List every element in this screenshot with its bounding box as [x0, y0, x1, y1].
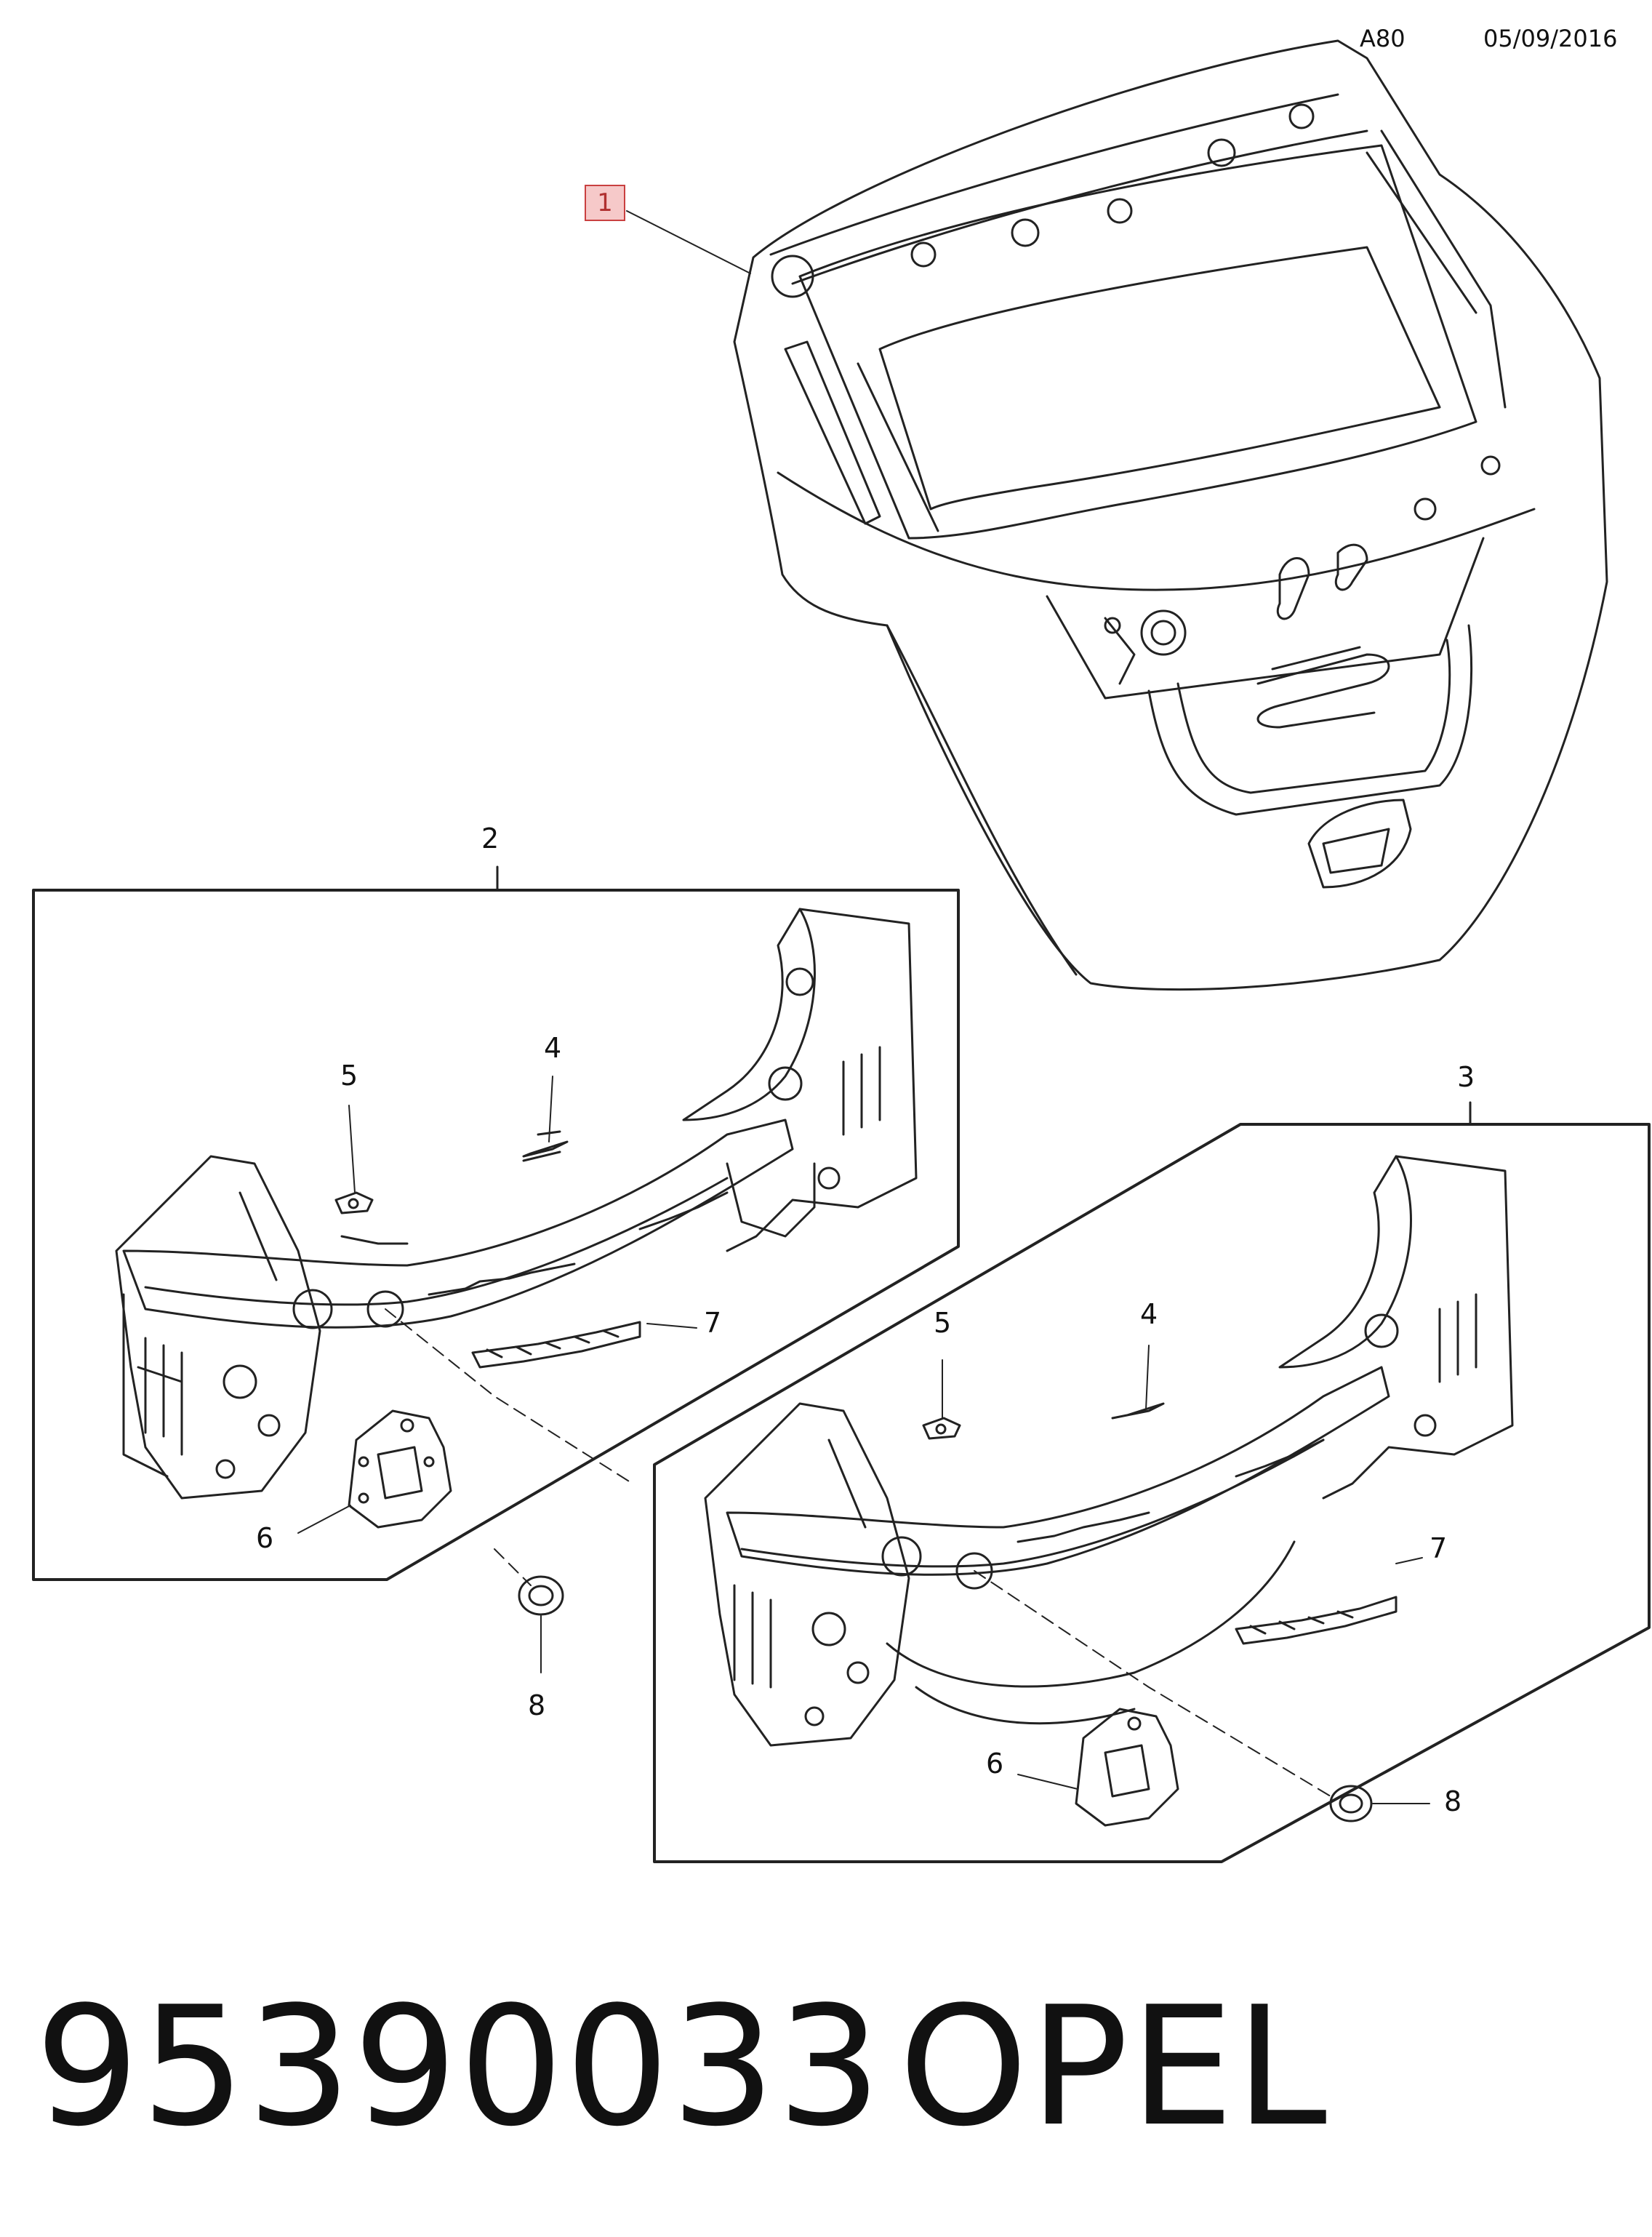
callout-3[interactable]: 3	[1457, 1061, 1475, 1093]
part-number: 95390033	[35, 1972, 883, 2163]
callout-7b[interactable]: 7	[1430, 1532, 1448, 1564]
leader-1	[626, 210, 751, 274]
grommet-8b	[1329, 1785, 1373, 1822]
exploded-parts-drawing	[32, 39, 1651, 1863]
callout-4b[interactable]: 4	[1140, 1298, 1158, 1330]
callout-8a[interactable]: 8	[528, 1689, 546, 1721]
callout-5b[interactable]: 5	[934, 1307, 952, 1339]
callout-8b[interactable]: 8	[1444, 1785, 1462, 1817]
callout-6a[interactable]: 6	[256, 1522, 274, 1554]
callout-7a[interactable]: 7	[704, 1307, 722, 1339]
rear-panel-assembly-3	[704, 1155, 1514, 1827]
callout-1-highlighted[interactable]: 1	[585, 185, 625, 221]
brand-name: OPEL	[899, 1972, 1328, 2163]
callout-2[interactable]: 2	[481, 823, 500, 855]
frame-assembly-3	[653, 1123, 1651, 1863]
rear-panel-assembly-2	[115, 908, 918, 1529]
tailgate-part-1	[733, 39, 1608, 991]
grommet-8a	[518, 1575, 564, 1616]
callout-1-label: 1	[597, 188, 613, 217]
callout-4a[interactable]: 4	[544, 1032, 562, 1064]
diagram-date: 05/09/2016	[1483, 25, 1618, 52]
frame-assembly-2	[32, 889, 960, 1581]
callout-6b[interactable]: 6	[986, 1748, 1004, 1780]
callout-5a[interactable]: 5	[340, 1060, 358, 1092]
diagram-code: A80	[1360, 25, 1406, 52]
